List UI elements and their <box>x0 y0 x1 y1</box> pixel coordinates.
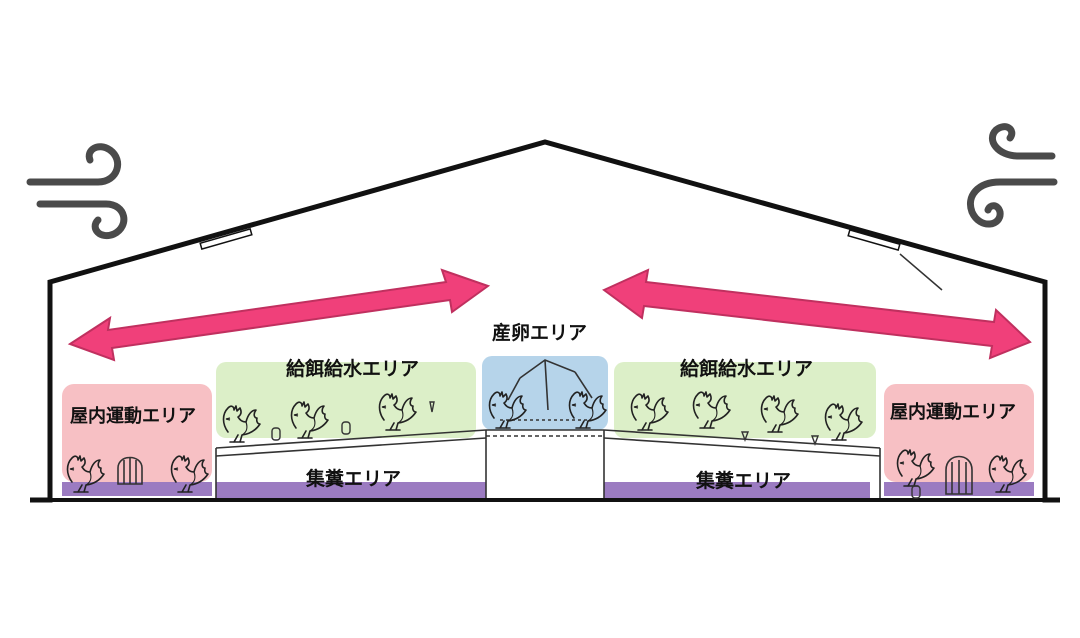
vent-flap-right <box>899 253 943 291</box>
feed-zone-right <box>614 362 876 438</box>
wind-icon <box>26 143 128 239</box>
exercise-area-label-right: 屋内運動エリア <box>890 402 1016 423</box>
roof-vent-left <box>199 228 253 250</box>
exercise-zone-left <box>62 384 212 482</box>
slatted-platform <box>215 429 881 498</box>
manure-zone-left <box>62 482 212 496</box>
double-arrow-icon <box>67 268 491 362</box>
feed-water-area-label-right: 給餌給水エリア <box>680 358 814 380</box>
exercise-zone-right <box>884 384 1034 482</box>
manure-area-label-left: 集糞エリア <box>306 468 402 490</box>
waterer-icon <box>271 401 921 499</box>
manure-area-label-right: 集糞エリア <box>696 470 792 492</box>
feeder-icon <box>945 455 973 495</box>
feed-zone-left <box>216 362 476 438</box>
exercise-area-label-left: 屋内運動エリア <box>70 406 196 427</box>
laying-area-label: 産卵エリア <box>492 322 588 344</box>
wind-icon <box>967 123 1058 228</box>
manure-zone-center-right <box>604 482 870 498</box>
double-arrow-icon <box>602 268 1032 360</box>
manure-zone-center-left <box>216 482 486 498</box>
roof-vent-right <box>847 229 901 251</box>
feed-water-area-label-left: 給餌給水エリア <box>286 358 420 380</box>
feeder-icon <box>117 456 143 485</box>
